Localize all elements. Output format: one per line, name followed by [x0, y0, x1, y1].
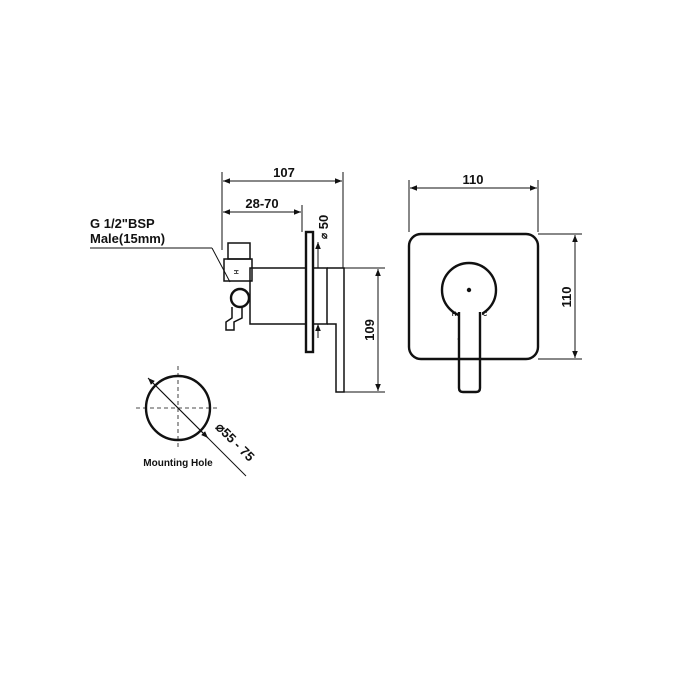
handle-height-value: 109 [362, 319, 377, 341]
valve-body: H [223, 230, 345, 393]
mounting-hole-detail: ⌀55 - 75 Mounting Hole [136, 366, 258, 477]
lever-handle: H C [440, 261, 498, 394]
logo-dot-icon [466, 287, 472, 293]
cover-plate [407, 232, 540, 361]
body-letter: H [232, 270, 238, 274]
dimension-adjustable-depth: 28-70 [223, 196, 303, 232]
adjustable-depth-value: 28-70 [245, 196, 278, 211]
plate-width-value: 110 [463, 172, 484, 187]
plate-diameter-value: 50 [316, 215, 331, 229]
diameter-symbol: ⌀ [319, 233, 330, 239]
inlet-size-label: Male(15mm) [90, 231, 165, 246]
inlet-thread-label: G 1/2"BSP [90, 216, 155, 231]
mounting-hole-diameter: ⌀55 - 75 [213, 419, 258, 464]
plate-height-value: 110 [559, 287, 574, 308]
mounting-hole-label: Mounting Hole [143, 458, 213, 469]
dimension-plate-width: 110 [408, 172, 539, 232]
dimension-handle-height: 109 [344, 267, 385, 393]
front-view: 110 110 H C [407, 172, 582, 394]
overall-length-value: 107 [273, 165, 295, 180]
hot-label: H [452, 312, 456, 318]
inlet-callout: G 1/2"BSP Male(15mm) [90, 216, 231, 283]
dimension-plate-diameter: 50 ⌀ [315, 215, 331, 338]
dimension-plate-height: 110 [538, 233, 582, 360]
cold-label: C [483, 312, 488, 318]
side-view: 107 28-70 50 ⌀ G 1/2"BSP Male(15mm) H [90, 165, 385, 393]
dimension-overall-length: 107 [221, 165, 344, 268]
